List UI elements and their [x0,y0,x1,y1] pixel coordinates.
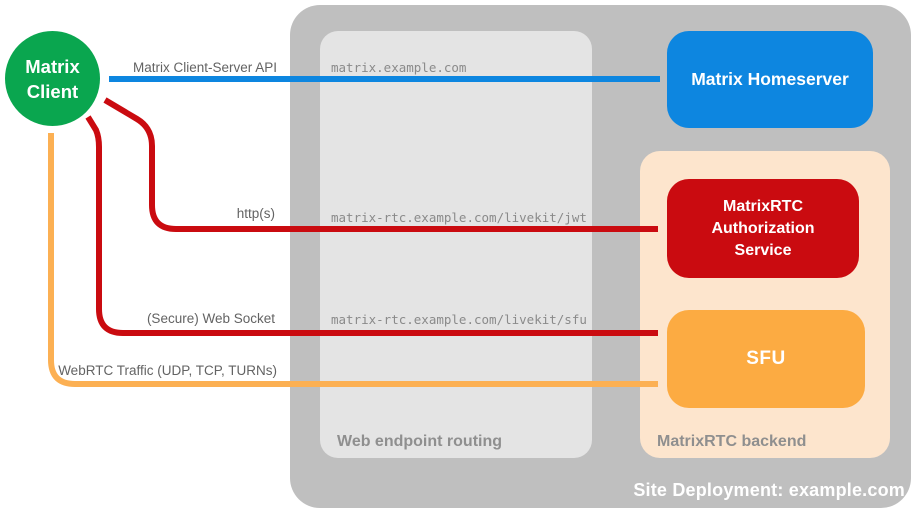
endpoint-url-livekit-jwt: matrix-rtc.example.com/livekit/jwt [331,210,587,225]
matrixrtc-authorization-service-label: MatrixRTC Authorization Service [711,197,815,259]
matrix-client-node: Matrix Client [5,31,100,126]
sfu-label: SFU [746,348,786,369]
client-server-api-arrow-label: Matrix Client-Server API [132,60,277,75]
sfu-node: SFU [667,310,865,408]
matrix-client-label-line1: Matrix [25,55,80,77]
web-endpoint-routing-container [320,31,592,458]
endpoint-url-livekit-sfu: matrix-rtc.example.com/livekit/sfu [331,312,587,327]
matrix-homeserver-node: Matrix Homeserver [667,31,873,128]
endpoint-url-homeserver: matrix.example.com [331,60,467,75]
matrixrtc-authorization-service-node: MatrixRTC Authorization Service [667,179,859,278]
site-deployment-caption: Site Deployment: example.com [633,480,905,500]
matrixrtc-backend-caption: MatrixRTC backend [657,433,807,450]
web-endpoint-routing-caption: Web endpoint routing [337,433,503,450]
matrix-homeserver-label: Matrix Homeserver [691,69,849,89]
web-socket-arrow-label: (Secure) Web Socket [146,311,275,326]
webrtc-traffic-arrow-label: WebRTC Traffic (UDP, TCP, TURNs) [58,363,277,378]
matrix-client-label-line2: Client [26,80,79,102]
https-arrow-label: http(s) [236,206,275,221]
